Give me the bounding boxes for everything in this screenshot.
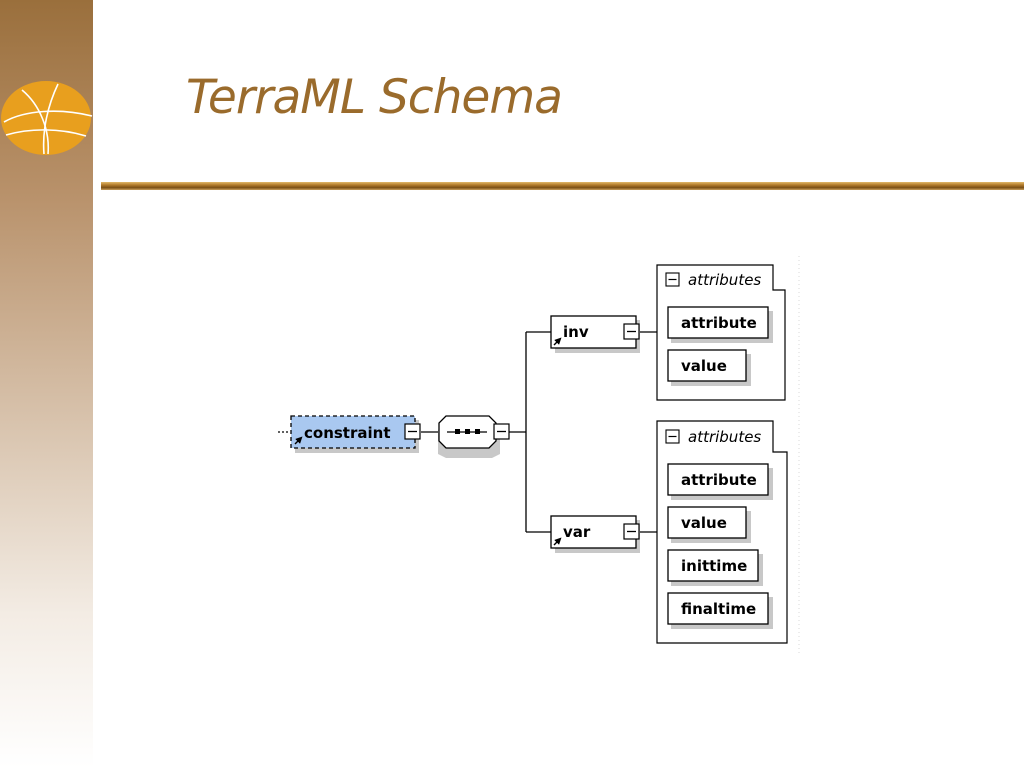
- inv-node[interactable]: inv: [550, 315, 640, 353]
- collapse-icon[interactable]: [665, 272, 680, 287]
- constraint-label: constraint: [304, 424, 390, 442]
- attribute-box[interactable]: value: [667, 506, 751, 543]
- collapse-icon[interactable]: [665, 429, 680, 444]
- title-underline: [101, 182, 1024, 190]
- attribute-box[interactable]: finaltime: [667, 592, 773, 629]
- attributes-label: attributes: [688, 271, 761, 289]
- attribute-box[interactable]: attribute: [667, 306, 773, 343]
- reference-arrow-icon: [294, 436, 303, 445]
- var-label: var: [563, 523, 591, 541]
- attribute-box[interactable]: inittime: [667, 549, 763, 586]
- var-attributes-group: attributes attribute value inittime fina…: [656, 420, 788, 644]
- connectors: [421, 331, 657, 533]
- collapse-icon[interactable]: [623, 323, 640, 340]
- svg-text:inittime: inittime: [681, 557, 747, 575]
- reference-arrow-icon: [553, 537, 562, 546]
- attributes-label: attributes: [688, 428, 761, 446]
- inv-attributes-group: attributes attribute value: [656, 264, 786, 401]
- constraint-node[interactable]: constraint: [278, 415, 421, 453]
- collapse-icon[interactable]: [404, 423, 421, 440]
- slide-title: TerraML Schema: [186, 70, 563, 125]
- collapse-icon[interactable]: [493, 423, 510, 440]
- svg-text:value: value: [681, 514, 727, 532]
- reference-arrow-icon: [553, 337, 562, 346]
- attribute-box[interactable]: attribute: [667, 463, 773, 500]
- globe-logo: [1, 81, 93, 155]
- inv-label: inv: [563, 323, 589, 341]
- svg-text:value: value: [681, 357, 727, 375]
- svg-text:attribute: attribute: [681, 471, 757, 489]
- svg-text:attribute: attribute: [681, 314, 757, 332]
- collapse-icon[interactable]: [623, 523, 640, 540]
- attribute-box[interactable]: value: [667, 349, 751, 386]
- var-node[interactable]: var: [550, 515, 640, 553]
- sequence-compositor-icon[interactable]: [438, 415, 510, 458]
- svg-text:finaltime: finaltime: [681, 600, 756, 618]
